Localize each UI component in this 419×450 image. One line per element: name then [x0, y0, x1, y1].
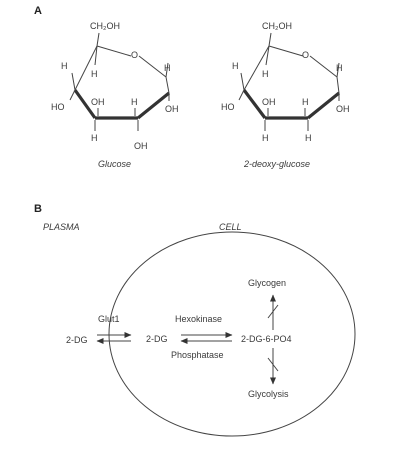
glucose-c1-h: H: [164, 63, 171, 73]
glucose-c3-h: H: [91, 133, 98, 143]
glucose-c2-c1-bond: [136, 91, 171, 120]
deoxyglucose-c5-o-bond: [268, 45, 304, 57]
deoxyglucose-caption: 2-deoxy-glucose: [243, 159, 310, 169]
glucose-c1-h-bond: [165, 62, 169, 78]
glucose-c1-bond: [165, 76, 170, 94]
glucose-c3-oh: OH: [91, 97, 105, 107]
glycogen-label: Glycogen: [248, 278, 286, 288]
deoxyglucose-c5-h-bond: [265, 45, 270, 66]
inside-2dg-label: 2-DG: [146, 334, 168, 344]
glucose-c6-bond: [96, 32, 100, 47]
deoxyglucose-c5-c4-bond: [243, 45, 270, 91]
deoxyglucose-c3-oh: OH: [262, 97, 276, 107]
outside-2dg-label: 2-DG: [66, 335, 88, 345]
cell-membrane: [108, 231, 356, 437]
panel-a-letter: A: [34, 5, 42, 17]
glucose-c1-oh: OH: [165, 104, 179, 114]
deoxyglucose-c2-h: H: [302, 97, 309, 107]
glycolysis-label: Glycolysis: [248, 389, 289, 399]
deoxyglucose-c1-h-bond: [336, 62, 340, 78]
deoxyglucose-c3-h: H: [262, 133, 269, 143]
deoxyglucose-c1-bond: [336, 76, 340, 94]
glucose-c5-h-bond: [94, 45, 98, 66]
glucose-c4-h-bond: [71, 72, 76, 91]
deoxyglucose-c4-h-bond: [240, 72, 245, 91]
deoxyglucose-c6-bond: [268, 32, 272, 47]
glut1-label: Glut1: [98, 314, 120, 324]
glucose-o-c1-bond: [138, 55, 167, 78]
deoxyglucose-c4-oh-bond: [238, 89, 245, 101]
deoxyglucose-c2-h-sub: H: [305, 133, 312, 143]
glucose-caption: Glucose: [98, 159, 131, 169]
glucose-ring-oxygen: O: [131, 50, 138, 60]
deoxyglucose-structure: CH₂OH O H H H HO OH H OH H H 2-deoxy-glu…: [221, 21, 350, 169]
deoxyglucose-ch2oh-label: CH₂OH: [262, 21, 292, 31]
cell-label: CELL: [219, 222, 242, 232]
deoxyglucose-c5-h: H: [262, 69, 269, 79]
glucose-structure: CH₂OH O H H H HO OH H OH H OH Glucose: [51, 21, 179, 169]
glucose-c4-h: H: [61, 61, 68, 71]
deoxyglucose-c2-c1-bond: [306, 91, 341, 120]
glucose-ch2oh-label: CH₂OH: [90, 21, 120, 31]
plasma-label: PLASMA: [43, 222, 80, 232]
deoxyglucose-c1-h: H: [336, 63, 343, 73]
deoxyglucose-ring-oxygen: O: [302, 50, 309, 60]
glucose-c2-h: H: [131, 97, 138, 107]
deoxyglucose-c1-oh: OH: [336, 104, 350, 114]
glucose-c2-oh: OH: [134, 141, 148, 151]
hexokinase-label: Hexokinase: [175, 314, 222, 324]
glucose-c4-oh: HO: [51, 102, 65, 112]
deoxyglucose-o-c1-bond: [309, 55, 338, 78]
panel-b-letter: B: [34, 203, 42, 215]
glucose-c5-o-bond: [96, 45, 132, 57]
deoxyglucose-c4-c3-bond: [242, 89, 267, 119]
product-label: 2-DG-6-PO4: [241, 334, 292, 344]
glycolysis-block-mark: [267, 357, 279, 372]
glucose-c4-c3-bond: [73, 89, 97, 119]
glycogen-block-mark: [267, 304, 279, 319]
deoxyglucose-c4-h: H: [232, 61, 239, 71]
deoxyglucose-c4-oh: HO: [221, 102, 235, 112]
phosphatase-label: Phosphatase: [171, 350, 224, 360]
glucose-c5-c4-bond: [74, 45, 98, 91]
glucose-c5-h: H: [91, 69, 98, 79]
glucose-c4-oh-bond: [69, 89, 76, 101]
